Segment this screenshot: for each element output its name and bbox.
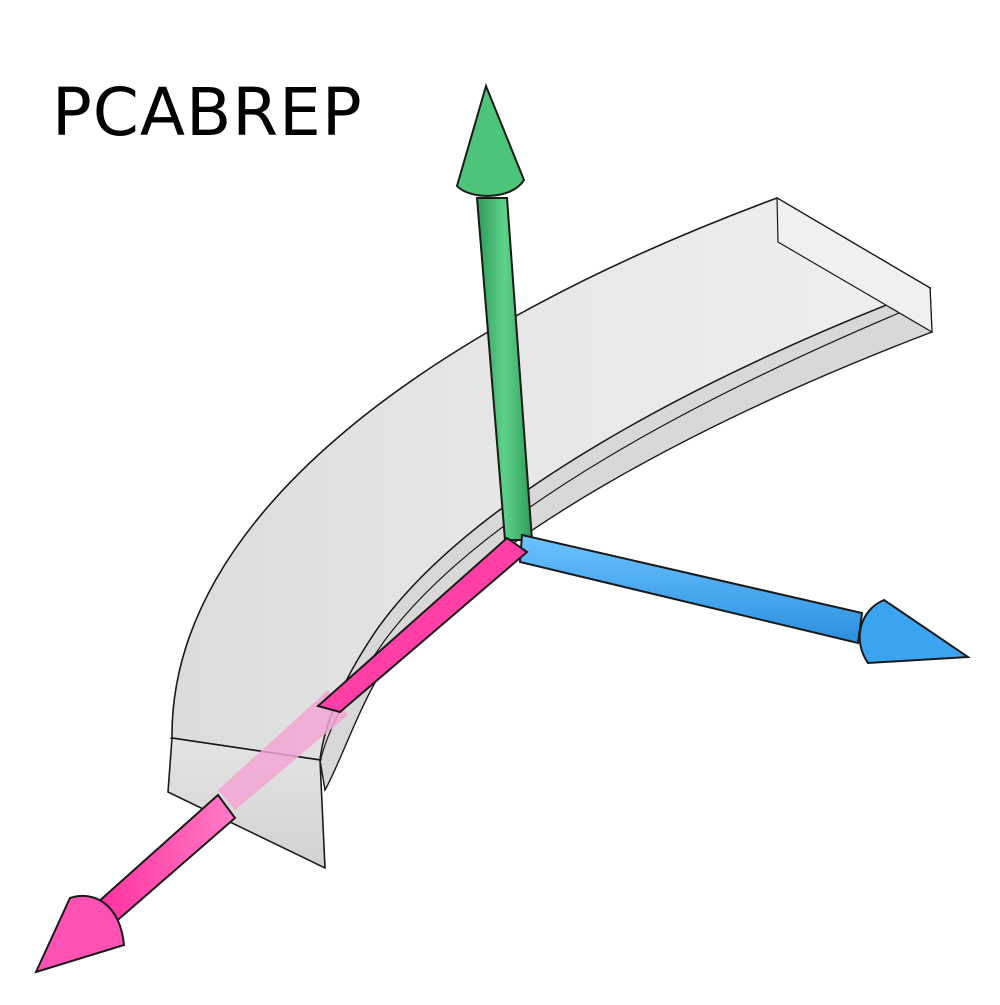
axis-blue — [518, 533, 971, 665]
axis-blue-arrowhead — [858, 598, 971, 665]
axis-magenta — [34, 536, 529, 974]
axis-blue-shaft — [518, 533, 864, 645]
axis-magenta-arrowhead — [34, 894, 126, 974]
axis-magenta-shaft-hidden — [218, 690, 348, 810]
axis-green-arrowhead — [455, 82, 526, 197]
part-end-face — [776, 196, 933, 334]
axis-magenta-shaft-front — [95, 793, 237, 927]
curved-part — [167, 196, 933, 870]
diagram-title: PCABREP — [52, 74, 363, 151]
axis-green — [455, 82, 534, 541]
axis-magenta-shaft-back — [315, 536, 529, 714]
